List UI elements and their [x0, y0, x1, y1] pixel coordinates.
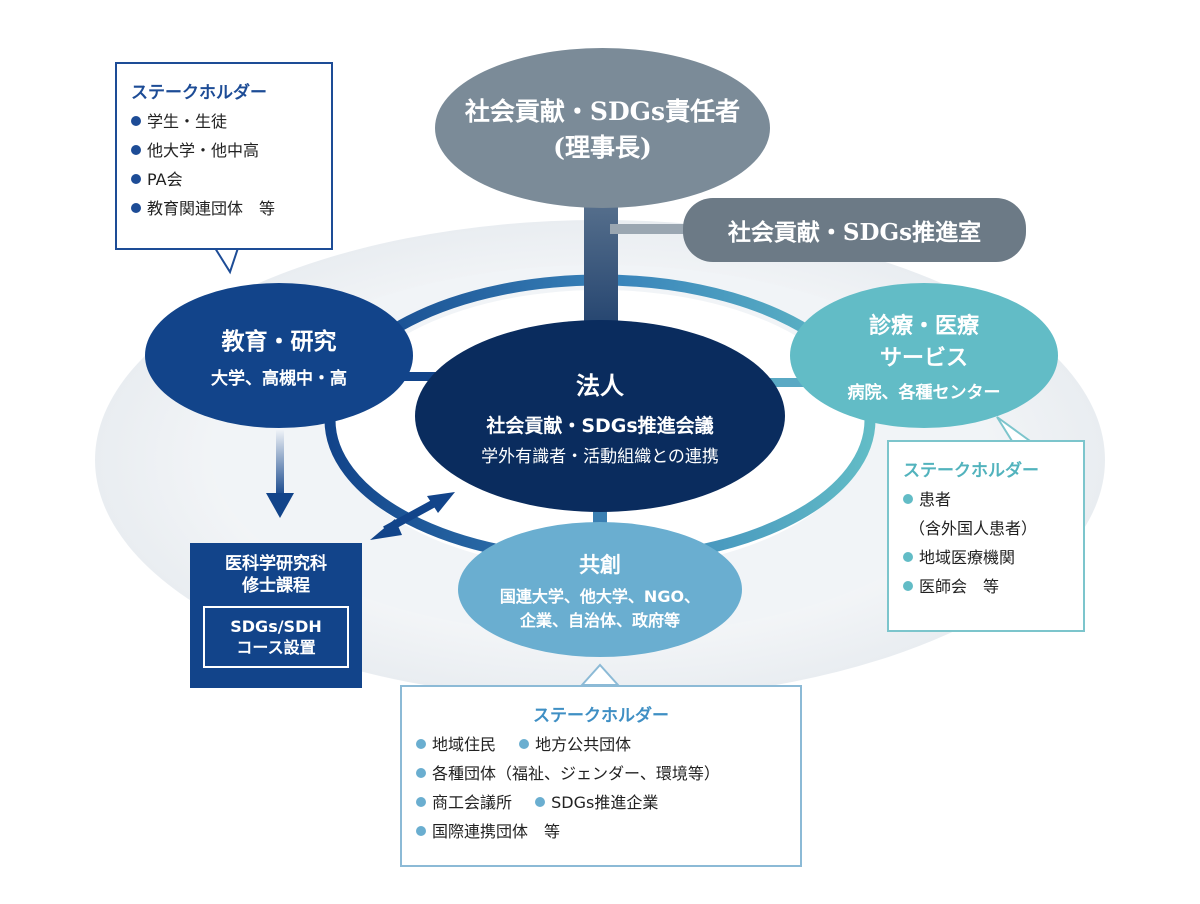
medical-title-1: 診療・医療: [868, 313, 979, 339]
bullet-icon: [903, 552, 913, 562]
center-subtitle: 社会貢献・SDGs推進会議: [486, 414, 714, 437]
diag-arrow-head-1: [370, 519, 402, 540]
office-connector: [610, 224, 690, 234]
stakeholders-education-title: ステークホルダー: [131, 83, 267, 103]
pillar: [584, 185, 618, 345]
center-title: 法人: [576, 370, 624, 400]
center-ellipse: 法人 社会貢献・SDGs推進会議 学外有識者・活動組織との連携: [415, 320, 785, 512]
list-item: 学生・生徒: [131, 107, 331, 136]
education-ellipse: 教育・研究 大学、高槻中・高: [145, 283, 413, 428]
list-item: 商工会議所 SDGs推進企業: [416, 788, 800, 817]
office-pill: 社会貢献・SDGs推進室: [683, 198, 1026, 262]
course-inner-1: SDGs/SDH: [230, 617, 322, 636]
responsible-subtitle: (理事長): [553, 133, 652, 162]
cocreation-sub-1: 国連大学、他大学、NGO、: [499, 586, 701, 606]
callout-tail-edu: [213, 247, 240, 275]
cocreation-ellipse: 共創 国連大学、他大学、NGO、 企業、自治体、政府等: [458, 522, 742, 657]
list-item: （含外国人患者）: [909, 519, 1038, 538]
stakeholders-medical-title: ステークホルダー: [903, 461, 1039, 481]
list-item: 国際連携団体 等: [416, 817, 800, 846]
responsible-title: 社会貢献・SDGs責任者: [464, 97, 741, 126]
bullet-icon: [131, 116, 141, 126]
education-title: 教育・研究: [221, 328, 337, 355]
course-title-2: 修士課程: [242, 576, 310, 596]
list-item: 地域医療機関: [903, 543, 1083, 572]
bullet-icon: [416, 768, 426, 778]
connector-left: [380, 372, 440, 381]
stakeholders-education: ステークホルダー 学生・生徒 他大学・他中高 PA会 教育関連団体 等: [115, 62, 333, 250]
center-note: 学外有識者・活動組織との連携: [481, 446, 719, 467]
list-item: 医師会 等: [903, 572, 1083, 601]
responsible-ellipse: 社会貢献・SDGs責任者 (理事長): [435, 48, 770, 208]
bullet-icon: [416, 826, 426, 836]
stakeholders-cocreation-title: ステークホルダー: [533, 706, 669, 726]
stakeholders-cocreation: ステークホルダー 地域住民 地方公共団体 各種団体（福祉、ジェンダー、環境等） …: [400, 685, 802, 867]
medical-ellipse: 診療・医療 サービス 病院、各種センター: [790, 283, 1058, 428]
list-item: 教育関連団体 等: [131, 194, 331, 223]
bullet-icon: [131, 145, 141, 155]
cocreation-title: 共創: [579, 551, 621, 577]
office-label: 社会貢献・SDGs推進室: [727, 219, 982, 246]
bullet-icon: [416, 739, 426, 749]
list-item: 他大学・他中高: [131, 136, 331, 165]
medical-title-2: サービス: [879, 345, 968, 371]
education-sub: 大学、高槻中・高: [211, 369, 347, 389]
bullet-icon: [131, 174, 141, 184]
list-item: PA会: [131, 165, 331, 194]
medical-sub: 病院、各種センター: [847, 383, 1001, 403]
course-box: 医科学研究科 修士課程 SDGs/SDH コース設置: [190, 543, 362, 688]
list-item: 地域住民 地方公共団体: [416, 730, 800, 759]
diag-arrow-head-2: [427, 492, 455, 513]
bullet-icon: [416, 797, 426, 807]
bullet-icon: [535, 797, 546, 807]
down-arrow-head: [266, 493, 294, 518]
stakeholders-medical: ステークホルダー 患者 （含外国人患者） 地域医療機関 医師会 等: [887, 440, 1085, 632]
list-item: 患者: [903, 485, 1083, 514]
bullet-icon: [131, 203, 141, 213]
list-item: 各種団体（福祉、ジェンダー、環境等）: [416, 759, 800, 788]
bullet-icon: [903, 494, 913, 504]
course-inner-2: コース設置: [236, 638, 316, 657]
course-inner-box: SDGs/SDH コース設置: [203, 606, 349, 668]
course-title-1: 医科学研究科: [225, 554, 327, 574]
down-arrow-shaft: [276, 425, 284, 497]
bullet-icon: [903, 581, 913, 591]
cocreation-sub-2: 企業、自治体、政府等: [519, 610, 680, 630]
bullet-icon: [519, 739, 530, 749]
connector-right: [760, 378, 820, 387]
